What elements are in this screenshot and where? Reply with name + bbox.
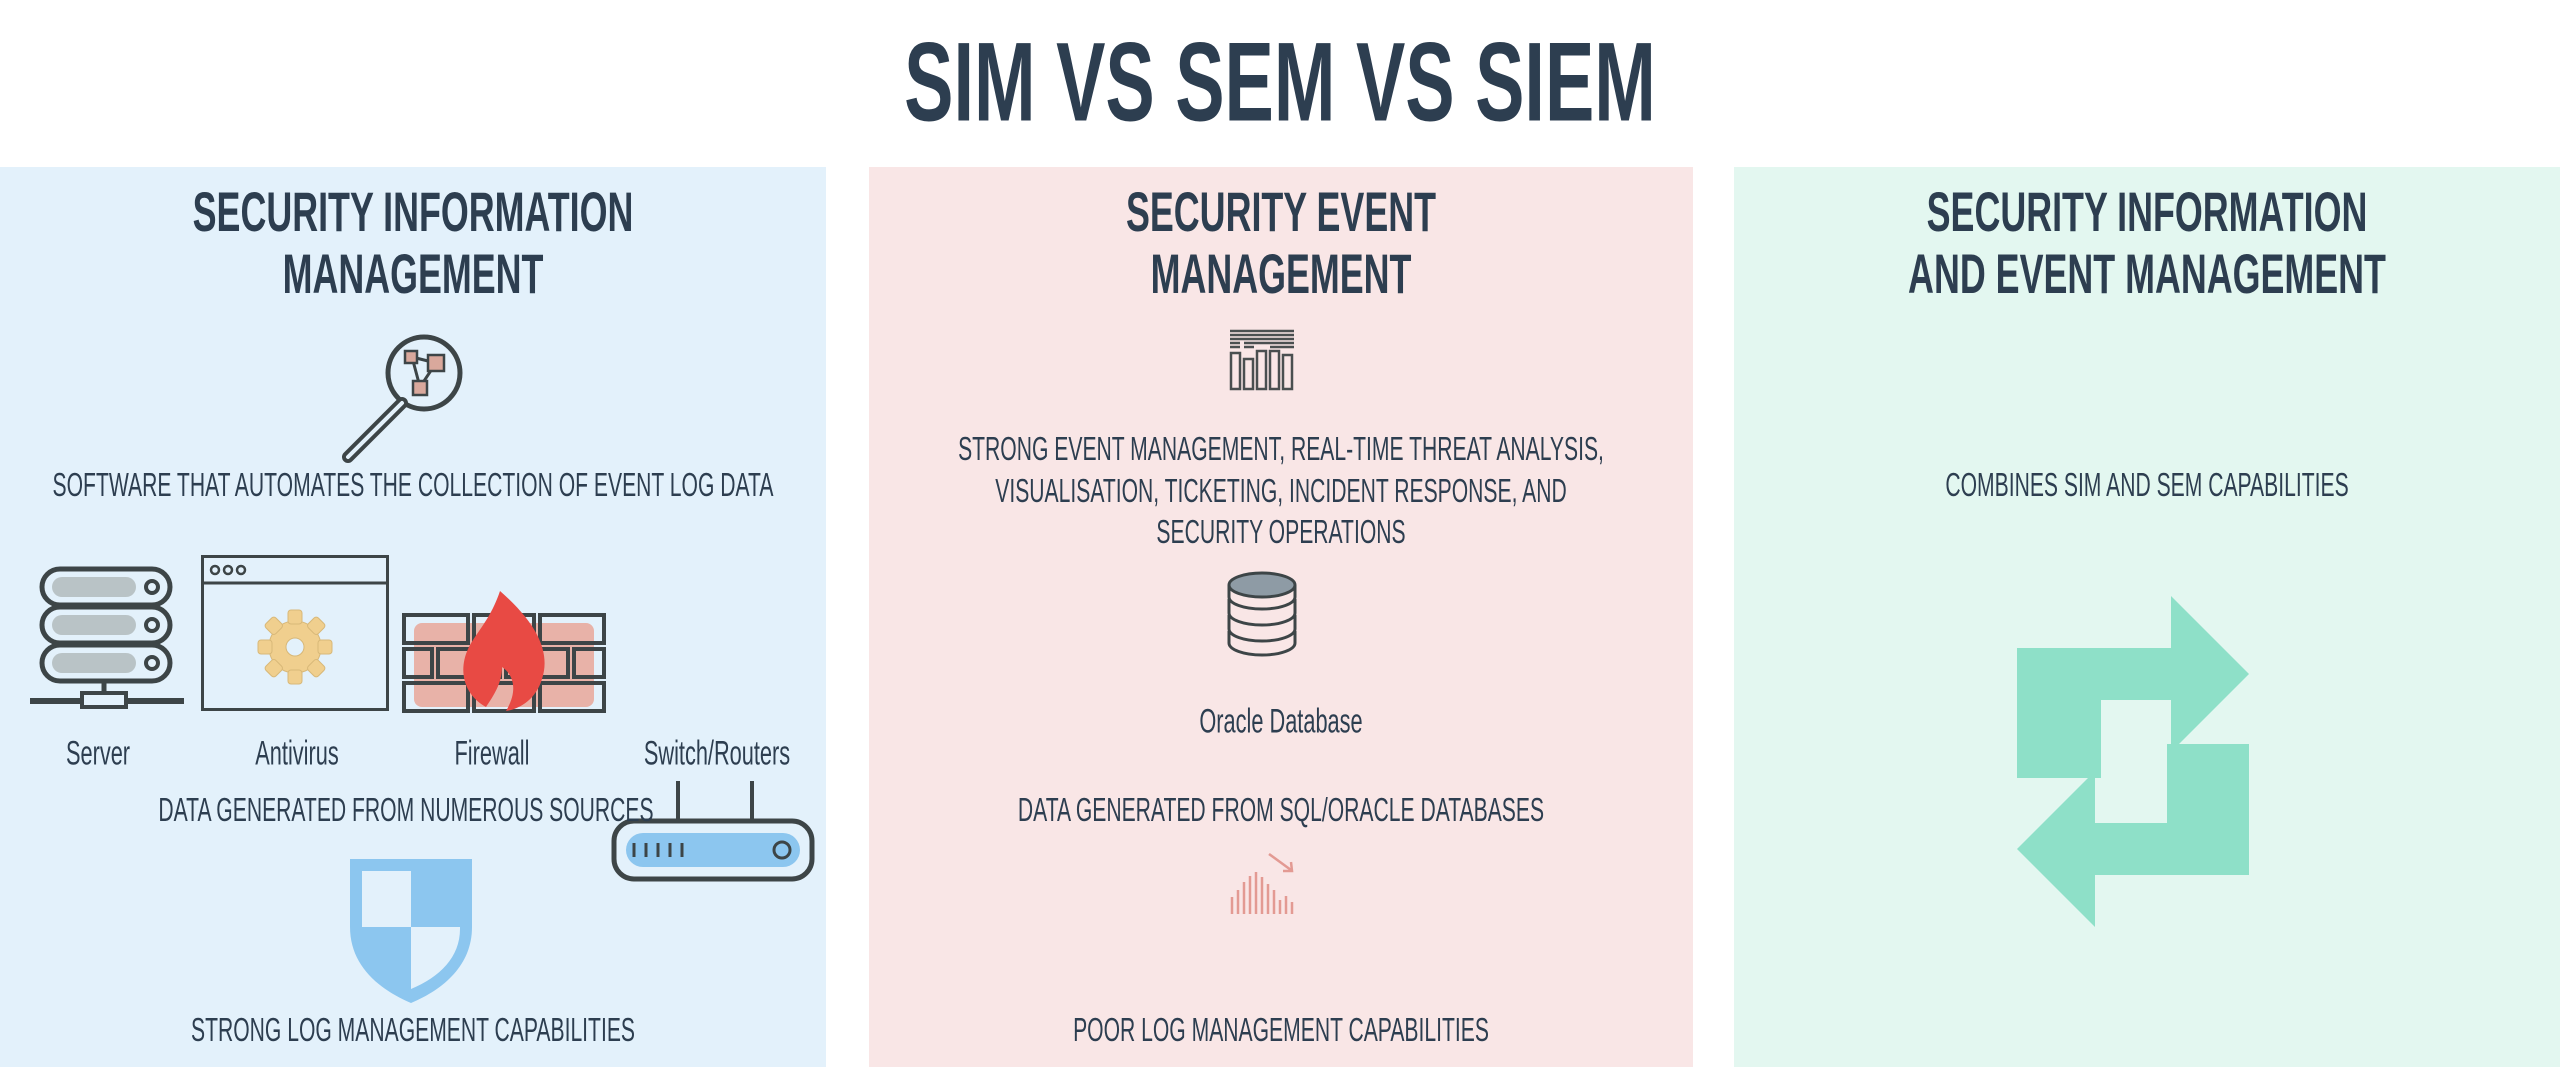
siem-panel: SECURITY INFORMATION AND EVENT MANAGEMEN…	[1734, 167, 2560, 1067]
database-label: Oracle Database	[1199, 702, 1363, 741]
declining-chart-icon	[1230, 852, 1294, 914]
source-label-server: Server	[65, 734, 131, 773]
server-icon	[30, 566, 184, 709]
source-label-antivirus: Antivirus	[255, 734, 339, 773]
source-label-switch-routers: Switch/Routers	[643, 734, 791, 773]
sim-panel: SECURITY INFORMATION MANAGEMENT SOFTWARE…	[0, 167, 826, 1067]
siem-description: COMBINES SIM AND SEM CAPABILITIES	[1945, 466, 2349, 503]
sem-capability: POOR LOG MANAGEMENT CAPABILITIES	[1073, 1011, 1489, 1048]
sem-description-line3: SECURITY OPERATIONS	[1156, 513, 1406, 550]
firewall-icon	[402, 591, 606, 713]
sem-data-source: DATA GENERATED FROM SQL/ORACLE DATABASES	[1017, 791, 1545, 828]
siem-heading-line2: AND EVENT MANAGEMENT	[1908, 242, 2386, 305]
exchange-arrows-icon	[2017, 596, 2249, 927]
database-icon	[1227, 571, 1297, 657]
shield-icon	[350, 859, 472, 1003]
page-title: SIM VS SEM VS SIEM	[904, 19, 1656, 145]
sem-panel: SECURITY EVENT MANAGEMENT STRONG EVENT M…	[869, 167, 1693, 1067]
sem-heading-line1: SECURITY EVENT	[1125, 180, 1437, 243]
sim-capability: STRONG LOG MANAGEMENT CAPABILITIES	[191, 1011, 635, 1048]
sim-description: SOFTWARE THAT AUTOMATES THE COLLECTION O…	[52, 466, 774, 503]
sim-heading-line1: SECURITY INFORMATION	[192, 180, 634, 243]
sem-heading-line2: MANAGEMENT	[1150, 242, 1412, 305]
siem-heading-line1: SECURITY INFORMATION	[1926, 180, 2368, 243]
sim-data-source: DATA GENERATED FROM NUMEROUS SOURCES	[158, 791, 654, 828]
source-label-firewall: Firewall	[454, 734, 530, 773]
sem-description-line2: VISUALISATION, TICKETING, INCIDENT RESPO…	[995, 472, 1567, 509]
equalizer-bars-icon	[1229, 329, 1294, 391]
sim-heading-line2: MANAGEMENT	[282, 242, 544, 305]
router-icon	[611, 781, 815, 882]
antivirus-window-gear-icon	[201, 555, 389, 711]
sem-description-line1: STRONG EVENT MANAGEMENT, REAL-TIME THREA…	[958, 430, 1604, 467]
magnifier-network-icon	[342, 334, 463, 463]
